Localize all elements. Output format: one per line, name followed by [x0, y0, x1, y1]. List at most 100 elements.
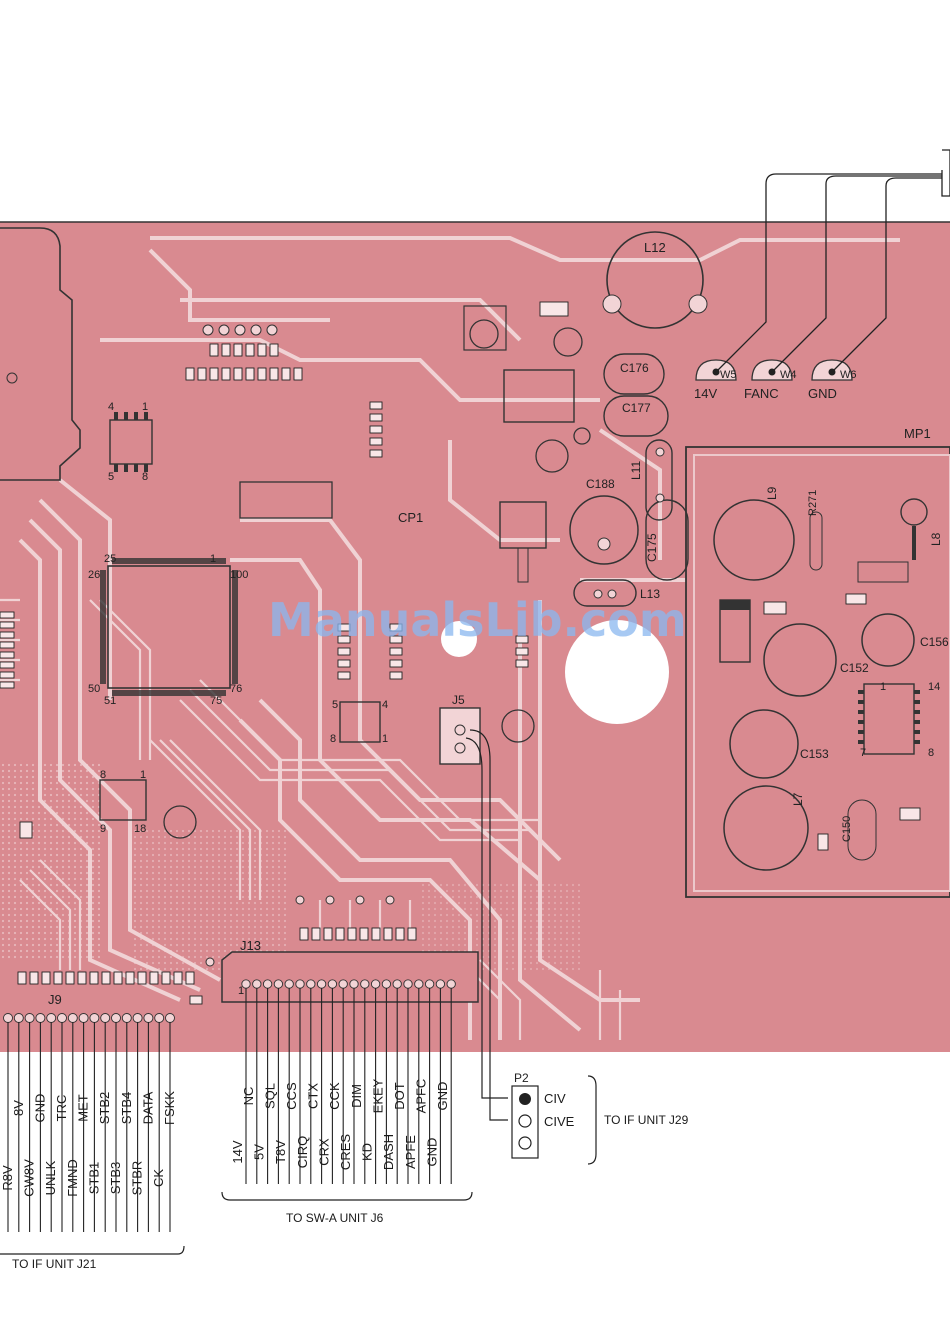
- ref-ic2-p100: 100: [230, 569, 248, 581]
- j13-wire-label-upper: GND: [435, 1082, 450, 1111]
- c176: [603, 353, 665, 395]
- j9-wire-label: R8V: [0, 1165, 15, 1191]
- ref-ic2-p26: 26: [88, 569, 100, 581]
- j13-wire-label-upper: DIM: [349, 1084, 364, 1108]
- j13-wire-label-lower: T8V: [273, 1140, 288, 1164]
- j9-bracket: [0, 1245, 185, 1255]
- ic1: [109, 419, 153, 465]
- ref-j13: J13: [240, 938, 261, 953]
- j13-wire-label-upper: DOT: [392, 1082, 407, 1110]
- ref-ic5-p8: 8: [928, 747, 934, 759]
- l11: [645, 439, 673, 521]
- j13-wire-label-lower: GND: [424, 1138, 439, 1167]
- j13-wire-label-upper: CCK: [327, 1082, 342, 1110]
- ref-ic2-p76: 76: [230, 683, 242, 695]
- ref-ic5-p7: 7: [860, 747, 866, 759]
- j13-wire-label-upper: SQL: [262, 1083, 277, 1109]
- ref-p2: P2: [514, 1071, 529, 1085]
- l7-coil: [723, 785, 809, 871]
- p2-target-label: TO IF UNIT J29: [604, 1113, 689, 1127]
- ref-l9: L9: [765, 486, 779, 500]
- l13: [573, 579, 637, 607]
- j9-target-label: TO IF UNIT J21: [12, 1257, 97, 1271]
- ref-ic3-p9: 9: [100, 823, 106, 835]
- ref-14v: 14V: [694, 386, 717, 401]
- watermark: ManualsLib.com: [268, 593, 687, 647]
- ref-ic5-p14: 14: [928, 681, 940, 693]
- c177: [603, 395, 669, 437]
- p2-bracket: [587, 1075, 597, 1165]
- j13-wire-label-upper: CTX: [306, 1083, 321, 1109]
- p2-pin-2: [518, 1114, 532, 1128]
- ref-c156: C156: [920, 635, 949, 649]
- j5-connector: [439, 707, 481, 765]
- ref-ic2-p50: 50: [88, 683, 100, 695]
- j9-wire-label: UNLK: [43, 1160, 58, 1195]
- ref-c177: C177: [622, 401, 651, 415]
- j13-wire-label-lower: KD: [360, 1143, 375, 1161]
- j13-wire-label-lower: DASH: [381, 1134, 396, 1170]
- smd-components: [0, 301, 921, 1005]
- j13-wire-label-lower: CRES: [338, 1134, 353, 1170]
- j9-wire-label: GND: [32, 1094, 47, 1123]
- ref-c152: C152: [840, 661, 869, 675]
- j13-wire-label-upper: APFC: [414, 1079, 429, 1114]
- ref-ic4-p4: 4: [382, 699, 388, 711]
- ref-ic1-p5: 5: [108, 471, 114, 483]
- j13-wire-label-upper: EKEY: [370, 1078, 385, 1113]
- l9-coil: [713, 499, 795, 581]
- j9-wire-label: CK: [151, 1169, 166, 1187]
- j9-wire-label: STB2: [97, 1092, 112, 1125]
- ref-c176: C176: [620, 361, 649, 375]
- ref-ic2-p25: 25: [104, 553, 116, 565]
- c175: [645, 499, 689, 581]
- j9-wire-label: STBR: [130, 1161, 145, 1196]
- j9-wire-label: DATA: [140, 1091, 155, 1124]
- c188: [569, 495, 639, 565]
- j13-wire-label-upper: NC: [241, 1087, 256, 1106]
- ref-c150: C150: [841, 816, 853, 842]
- p2-pin-1: [519, 1093, 531, 1105]
- ref-cp1: CP1: [398, 510, 423, 525]
- ref-r271: R271: [807, 490, 819, 516]
- ic2-qfp: [107, 565, 231, 689]
- ref-ic5-p1: 1: [880, 681, 886, 693]
- ref-l11: L11: [629, 461, 643, 480]
- j13-wire-label-lower: APFE: [403, 1135, 418, 1169]
- j9-wire-label: STB4: [119, 1092, 134, 1125]
- ref-ic4-p8: 8: [330, 733, 336, 745]
- j9-wire-label: STB1: [86, 1162, 101, 1195]
- ref-gnd: GND: [808, 386, 837, 401]
- ref-mp1: MP1: [904, 426, 931, 441]
- j13-target-label: TO SW-A UNIT J6: [286, 1211, 384, 1225]
- j9-wire-label: FMND: [65, 1159, 80, 1197]
- ref-l8: L8: [929, 532, 943, 546]
- ref-c175: C175: [645, 533, 659, 562]
- ref-l7: L7: [791, 792, 805, 806]
- c152: [763, 623, 837, 697]
- j13-bracket: [221, 1191, 473, 1201]
- p2-pin-label-cive: CIVE: [544, 1114, 575, 1129]
- ic5: [863, 683, 915, 755]
- mounting-hole: [565, 620, 669, 724]
- j13-wire-label-lower: CIRQ: [295, 1136, 310, 1169]
- ref-ic1-p8: 8: [142, 471, 148, 483]
- c153: [729, 709, 799, 779]
- j9-wire-label: FSKK: [162, 1091, 177, 1125]
- ref-ic4-p1: 1: [382, 733, 388, 745]
- ref-j13-p1: 1: [238, 985, 244, 997]
- ref-l13: L13: [640, 587, 660, 601]
- j13-connector: [221, 951, 479, 1003]
- j9-wire-label: TRC: [54, 1095, 69, 1122]
- j13-wire-label-lower: CRX: [316, 1138, 331, 1166]
- power-wires: [715, 149, 950, 373]
- ref-c188: C188: [586, 477, 615, 491]
- ref-ic3-p8: 8: [100, 769, 106, 781]
- ref-ic1-p1: 1: [142, 401, 148, 413]
- ref-ic3-p1: 1: [140, 769, 146, 781]
- l12-coil: [606, 231, 704, 329]
- ref-w4: W4: [780, 369, 797, 381]
- ref-w6: W6: [840, 369, 857, 381]
- ic3: [99, 779, 147, 821]
